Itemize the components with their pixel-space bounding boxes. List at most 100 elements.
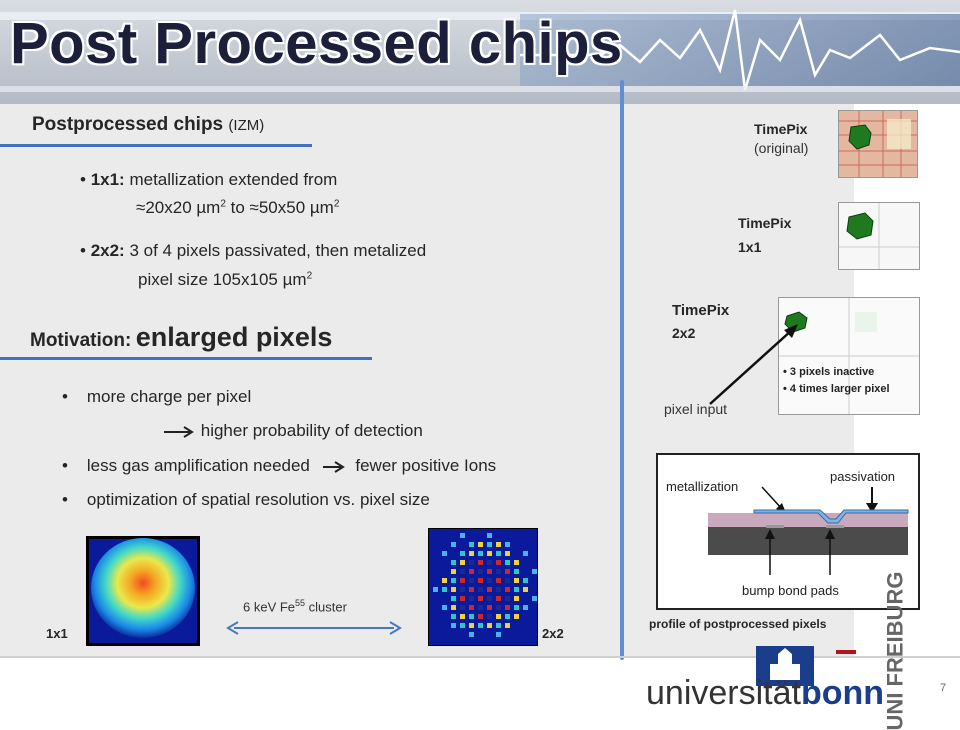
cluster-pixel [460, 587, 465, 592]
timepix-1x1-image [838, 202, 920, 270]
cluster-pixel [469, 605, 474, 610]
bonn-logo: universitätbonn [646, 646, 884, 712]
cluster-pixel [478, 623, 483, 628]
cluster-pixel [460, 560, 465, 565]
note-2-text: 4 times larger pixel [789, 383, 890, 395]
cluster-pixel [460, 551, 465, 556]
cluster-pixel [478, 614, 483, 619]
freiburg-text-1: UNI [882, 692, 908, 730]
timepix-original-label: TimePix [754, 121, 808, 137]
cluster-pixel [451, 587, 456, 592]
note-1: • 3 pixels inactive [783, 366, 875, 378]
cluster-pixel [514, 605, 519, 610]
pixel-input-arrow-icon [709, 324, 798, 405]
cluster-pixel [496, 560, 501, 565]
chip-layout-icon [839, 111, 917, 177]
right-arrow-icon [164, 425, 194, 438]
double-arrow-icon [226, 621, 402, 635]
cluster-pixel [523, 551, 528, 556]
timepix-1x1-caption: TimePix 1x1 [738, 210, 791, 258]
cluster-pixel [505, 569, 510, 574]
item2-sup: 2 [306, 270, 313, 282]
passivation-label: passivation [830, 469, 895, 484]
motivation-arrow-line: higher probability of detection [162, 421, 423, 441]
section2-heading-main: enlarged pixels [135, 322, 333, 352]
cluster-pixel [505, 596, 510, 601]
note-2: • 4 times larger pixel [783, 383, 890, 395]
cluster-2x2-heatmap [433, 533, 537, 637]
cluster-pixel [487, 605, 492, 610]
page-title: Post Processed chips [10, 11, 623, 76]
cluster-pixel [514, 560, 519, 565]
cluster-pixel [487, 542, 492, 547]
pixel-input-label: pixel input [664, 401, 728, 417]
bullet-3-text: optimization of spatial resolution vs. p… [86, 490, 430, 509]
section2-underline [0, 357, 372, 360]
chip-layout-icon [839, 203, 919, 269]
item1-size-b: to ≈50x50 µm [225, 198, 334, 217]
right-arrow-icon [322, 460, 345, 473]
freiburg-logo: UNI FREIBURG [856, 572, 907, 730]
cluster-pixel [514, 614, 519, 619]
cluster-caption: 6 keV Fe55 cluster [243, 598, 347, 614]
cluster-pixel [496, 578, 501, 583]
cluster-pixel [487, 623, 492, 628]
freiburg-bar [836, 650, 856, 654]
timepix-original-image [838, 110, 918, 178]
bonn-building-icon [756, 646, 814, 686]
cluster-pixel [505, 605, 510, 610]
cluster-pixel [496, 623, 501, 628]
cluster-pixel [478, 551, 483, 556]
cluster-pixel [460, 623, 465, 628]
cluster-pixel [496, 587, 501, 592]
bullet-1-text: more charge per pixel [86, 387, 252, 406]
item2-size: pixel size 105x105 µm [138, 270, 307, 289]
cluster-pixel [469, 623, 474, 628]
cluster-pixel [451, 569, 456, 574]
item1-text: metallization extended from [129, 170, 338, 189]
section2-heading-prefix: Motivation: [30, 330, 132, 351]
cluster-pixel [442, 587, 447, 592]
section1-underline [0, 144, 312, 147]
freiburg-wordmark: UNI FREIBURG [882, 572, 908, 730]
timepix-original-sub: (original) [754, 140, 809, 156]
cluster-pixel [451, 623, 456, 628]
cluster-pixel [469, 596, 474, 601]
section1-heading-main: Postprocessed chips [32, 114, 224, 135]
cluster-pixel [523, 587, 528, 592]
timepix-2x2-caption: TimePix 2x2 [672, 300, 729, 344]
profile-caption: profile of postprocessed pixels [649, 617, 827, 631]
cluster-1x1-image [86, 536, 200, 646]
vertical-divider [620, 80, 624, 660]
item1-label: 1x1: [90, 170, 125, 189]
profile-cross-section: metallization passivation bump bond pads [666, 469, 909, 598]
cluster-pixel [469, 587, 474, 592]
section1-heading: Postprocessed chips (IZM) [32, 114, 264, 136]
cluster-pixel [451, 614, 456, 619]
cluster-pixel [487, 578, 492, 583]
chip-layout-icon [779, 298, 919, 414]
bottom-rule [0, 656, 960, 658]
cluster-pixel [487, 614, 492, 619]
bonn-text-b: bonn [800, 674, 885, 712]
cluster-pixel [451, 560, 456, 565]
timepix-1x1-label: TimePix [738, 215, 792, 231]
bullet-2-result: fewer positive Ions [355, 456, 497, 475]
timepix-2x2-image: • 3 pixels inactive • 4 times larger pix… [778, 297, 920, 415]
item2-label: 2x2: [90, 241, 125, 260]
cluster-pixel [460, 605, 465, 610]
item2-text: 3 of 4 pixels passivated, then metalized [129, 241, 427, 260]
motivation-bullet-2: • less gas amplification needed fewer po… [62, 456, 497, 475]
cluster-pixel [451, 605, 456, 610]
cluster-pixel [496, 542, 501, 547]
cluster-pixel [505, 587, 510, 592]
arrow-line-text: higher probability of detection [200, 421, 423, 440]
section1-item2-line2: pixel size 105x105 µm2 [138, 270, 312, 290]
bump-label: bump bond pads [742, 583, 839, 598]
cluster-pixel [487, 533, 492, 538]
timepix-2x2-label: TimePix [672, 302, 730, 319]
cluster-caption-text: 6 keV Fe [243, 599, 296, 615]
cluster-pixel [460, 569, 465, 574]
cluster-pixel [460, 596, 465, 601]
cluster-pixel [478, 605, 483, 610]
